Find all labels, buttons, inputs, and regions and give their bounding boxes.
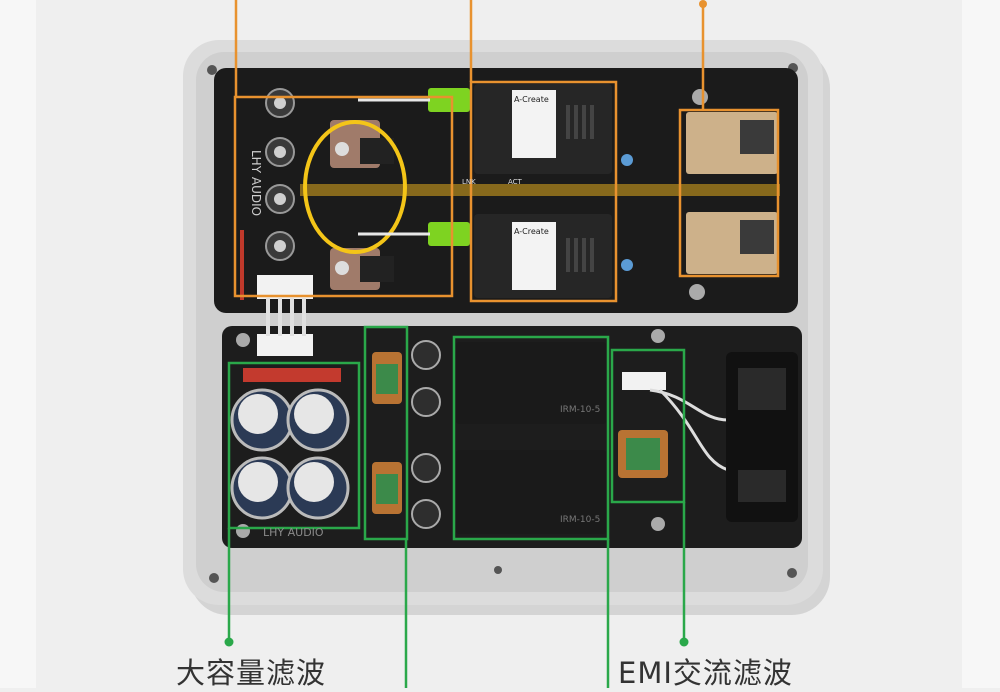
port-label-lnk: LNK bbox=[462, 178, 476, 186]
brand-silkscreen-bottom: LHY AUDIO bbox=[263, 526, 324, 539]
bulk-filter-label: 大容量滤波 bbox=[176, 656, 327, 690]
brand-silkscreen-top: LHY AUDIO bbox=[249, 150, 263, 216]
power-module-bottom bbox=[456, 450, 606, 534]
orange-callouts bbox=[233, 0, 780, 303]
port-label-act: ACT bbox=[508, 178, 523, 186]
module-brand-top: A-Create bbox=[514, 95, 549, 104]
emi-filter-label: EMI交流滤波 bbox=[618, 656, 793, 690]
svg-text:IRM-10-5: IRM-10-5 bbox=[560, 515, 600, 525]
svg-text:IRM-10-5: IRM-10-5 bbox=[560, 405, 600, 415]
power-module-top bbox=[456, 342, 606, 424]
module-brand-bottom: A-Create bbox=[514, 227, 549, 236]
green-callouts bbox=[227, 325, 686, 688]
